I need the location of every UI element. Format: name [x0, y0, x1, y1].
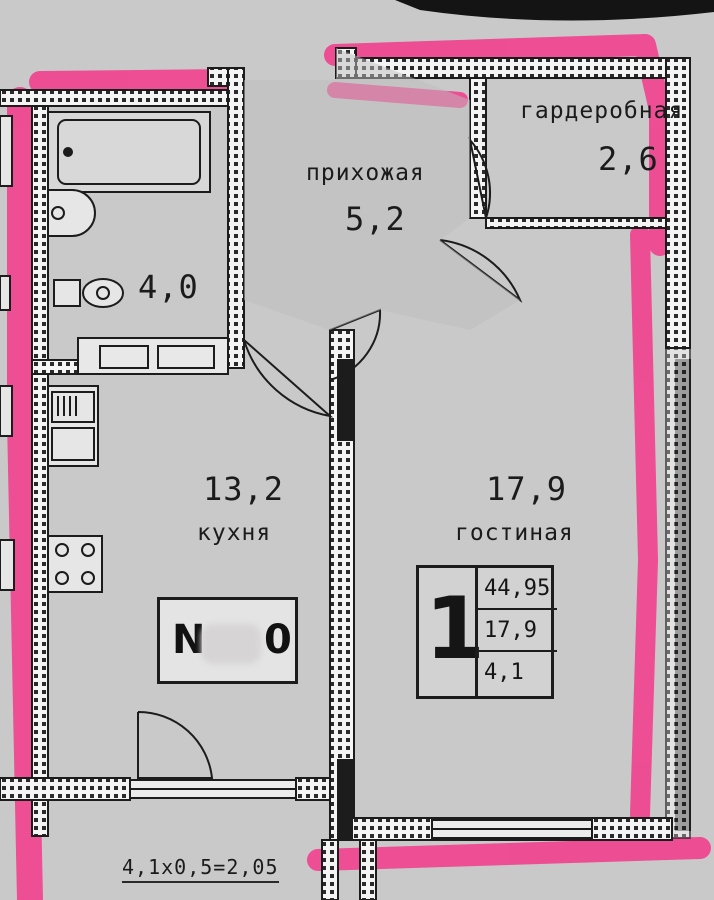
kitchen-counter [47, 385, 99, 467]
wardrobe-name: гардеробная [520, 98, 684, 124]
hallway-name: прихожая [306, 160, 425, 186]
kitchen-name: кухня [197, 520, 272, 546]
hallway-area: 5,2 [345, 200, 406, 238]
kitchen-area: 13,2 [203, 470, 285, 508]
balcony-area-value: 4,1 [484, 660, 524, 685]
bathroom-partition [77, 337, 229, 375]
total-area: 44,95 [478, 568, 557, 610]
hallway-floor [244, 48, 520, 330]
living-area: 17,9 [486, 470, 568, 508]
neighbor-fragments [0, 115, 15, 591]
windows [129, 779, 593, 839]
flat-number-suffix: 0 [264, 617, 292, 663]
flat-number-tag: N 0 [157, 597, 298, 684]
bathtub [47, 111, 211, 193]
obscured-number [201, 624, 261, 664]
toilet [53, 278, 124, 308]
apartment-summary: 1 44,95 17,9 4,1 [416, 565, 557, 699]
flat-number-prefix: N [172, 617, 206, 663]
wardrobe-area: 2,6 [598, 140, 659, 178]
living-area-value: 17,9 [478, 610, 557, 652]
door-swings [137, 136, 523, 779]
photo-corner [395, 0, 714, 21]
summary-values: 44,95 17,9 4,1 [475, 568, 557, 696]
rooms-count: 1 [425, 579, 485, 679]
living-name: гостиная [455, 520, 574, 546]
highlight-outline [7, 34, 711, 900]
bathroom-area: 4,0 [138, 268, 199, 306]
sink [47, 189, 96, 237]
stove [47, 535, 103, 593]
balcony-note: 4,1х0,5=2,05 [122, 855, 279, 883]
